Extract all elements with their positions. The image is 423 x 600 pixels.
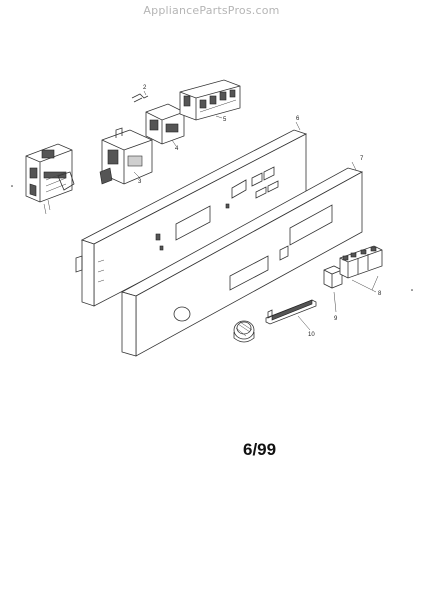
relay-module-part: 4 bbox=[145, 103, 185, 152]
stray-mark bbox=[411, 289, 413, 291]
watermark-text: AppliancePartsPros.com bbox=[143, 4, 280, 17]
callout-2: 2 bbox=[143, 85, 147, 91]
handle-strip-part: 10 bbox=[265, 299, 317, 338]
outer-control-panel-part: 7 bbox=[120, 156, 364, 357]
switch-bracket-part: 3 bbox=[99, 127, 153, 185]
control-module-left bbox=[11, 143, 75, 215]
connector-strip-part: 5 bbox=[179, 79, 241, 123]
callout-10: 10 bbox=[308, 332, 315, 338]
button-set-part: 8 bbox=[339, 245, 383, 297]
callout-4: 4 bbox=[175, 146, 179, 152]
callout-9: 9 bbox=[334, 316, 338, 322]
selector-knob-part bbox=[233, 320, 255, 343]
callout-7: 7 bbox=[360, 156, 364, 162]
callout-6: 6 bbox=[296, 116, 300, 122]
callout-3: 3 bbox=[138, 179, 142, 185]
inner-panel-frame-part: 6 bbox=[75, 116, 308, 307]
callout-5: 5 bbox=[223, 117, 227, 123]
single-button-part: 9 bbox=[323, 265, 343, 322]
date-code-label: 6/99 bbox=[243, 440, 277, 459]
callout-8: 8 bbox=[378, 291, 382, 297]
wire-clip-part: 2 bbox=[131, 85, 149, 103]
